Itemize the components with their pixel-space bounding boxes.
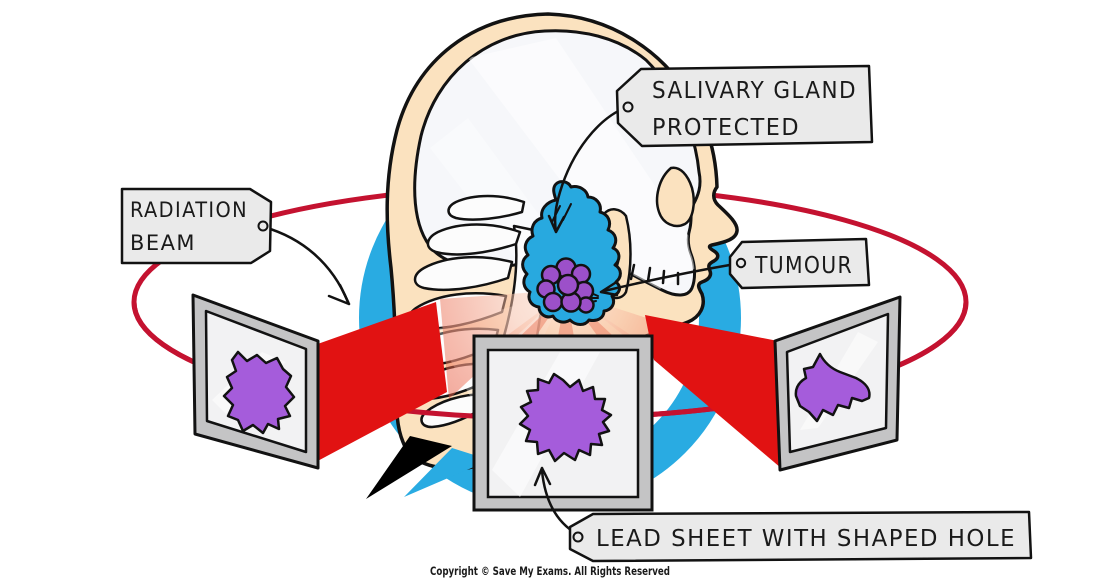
- lead-sheet-center: [472, 334, 654, 512]
- tag-hole: [735, 257, 747, 269]
- label-radiation-beam-line2: BEAM: [130, 231, 196, 255]
- label-lead-sheet-text: LEAD SHEET WITH SHAPED HOLE: [596, 526, 1016, 552]
- label-radiation-beam: RADIATION BEAM: [120, 187, 273, 265]
- arrowhead-radiation-beam: [327, 283, 351, 306]
- label-radiation-beam-line1: RADIATION: [130, 198, 248, 222]
- arrowhead-lead-sheet: [533, 466, 552, 487]
- shaped-hole-right: [794, 352, 871, 423]
- arrowhead-salivary-gland: [547, 214, 566, 234]
- rotation-ring-arrow: [366, 436, 490, 499]
- label-salivary-gland-line1: SALIVARY GLAND: [652, 78, 857, 104]
- lead-sheet-right: [773, 295, 902, 472]
- tag-hole: [257, 220, 269, 232]
- ring-arrow-shadow: [366, 436, 452, 499]
- shaped-hole-left: [222, 350, 296, 435]
- tumour-cluster: [536, 257, 595, 314]
- leader-radiation-beam: [262, 225, 350, 304]
- tag-hole: [622, 101, 634, 113]
- lead-sheet-left: [191, 293, 320, 470]
- label-salivary-gland-line2: PROTECTED: [652, 115, 800, 141]
- leader-tumour: [602, 261, 743, 293]
- radiation-beam-right: [645, 315, 781, 468]
- arrowhead-tumour: [599, 281, 619, 297]
- tag-hole: [572, 531, 584, 543]
- leader-lines: [262, 105, 743, 536]
- copyright-text: Copyright © Save My Exams. All Rights Re…: [430, 564, 670, 578]
- leader-salivary-gland: [553, 105, 629, 233]
- shaped-hole-center: [518, 372, 613, 463]
- radiation-beam-left: [312, 302, 447, 464]
- label-tumour-text: TUMOUR: [754, 253, 853, 279]
- radiation-beams-external: [312, 302, 781, 468]
- label-tumour: TUMOUR: [728, 237, 871, 290]
- label-lead-sheet: LEAD SHEET WITH SHAPED HOLE: [568, 510, 1033, 563]
- label-salivary-gland: SALIVARY GLAND PROTECTED: [615, 64, 874, 148]
- nasal-shape: [655, 166, 695, 228]
- ring-arrow-tip: [404, 448, 490, 497]
